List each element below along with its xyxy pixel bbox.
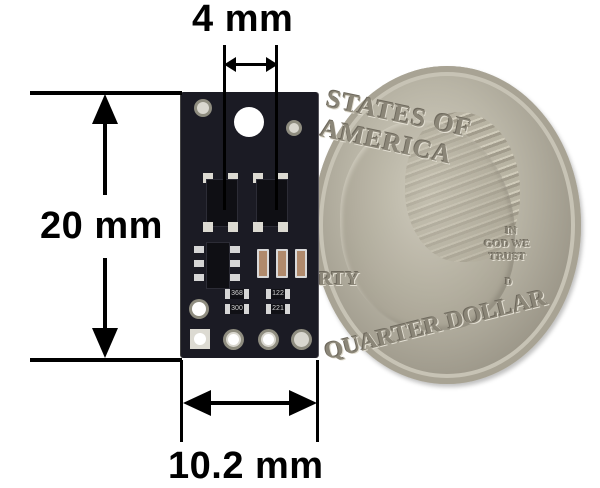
sensor1-pad: [203, 173, 213, 183]
dimension-line-left-bottom: [180, 360, 183, 442]
dimension-line-bottom: [30, 358, 182, 362]
sensor2-pad: [278, 222, 288, 232]
double-arrow-icon: [183, 390, 317, 416]
ic-pin: [194, 260, 204, 267]
capacitor: [257, 249, 269, 278]
resistor-221: 221: [271, 304, 285, 314]
ir-sensor-right: [256, 179, 288, 227]
header-pin: [294, 332, 309, 347]
arrow-down-icon: [92, 328, 118, 358]
via-pad-top-left: [197, 102, 209, 114]
sensor2-pad: [253, 173, 263, 183]
ir-sensor-left: [206, 179, 238, 227]
coin-left-text: RTY: [318, 268, 360, 290]
pcb-board: 368 122 300 221: [181, 92, 318, 358]
resistor-pad: [225, 289, 230, 299]
coin-motto-3: TRUST: [489, 251, 526, 263]
dimension-arrow-shaft-horizontal: [200, 401, 298, 405]
ic-pin: [230, 246, 240, 253]
dimension-label-width: 10.2 mm: [168, 445, 324, 487]
dimension-line-top: [30, 91, 182, 95]
dimension-arrow-shaft: [233, 63, 267, 66]
sensor2-pad: [253, 222, 263, 232]
via-pad-side: [192, 302, 206, 316]
dimension-line-right-bottom: [316, 360, 319, 442]
dimension-label-sensor-spacing: 4 mm: [192, 0, 294, 40]
arrow-up-icon: [92, 94, 118, 124]
capacitor: [276, 249, 288, 278]
ic-pin: [230, 260, 240, 267]
resistor-300: 300: [230, 304, 244, 314]
dimension-line-left: [223, 45, 226, 210]
dimension-arrow-shaft-vertical: [103, 258, 107, 343]
dimension-label-height: 20 mm: [40, 205, 163, 247]
sensor1-pad: [228, 222, 238, 232]
resistor-368: 368: [230, 289, 244, 299]
coin-mint-mark: D: [505, 277, 513, 288]
coin-motto-2: GOD WE: [484, 238, 530, 250]
ic-chip: [206, 242, 230, 289]
header-pin-square: [190, 329, 210, 349]
resistor-122: 122: [271, 289, 285, 299]
resistor-pad: [266, 289, 271, 299]
coin-motto-1: IN: [505, 225, 518, 237]
mounting-hole: [234, 107, 264, 137]
via-pad-top-right: [289, 123, 299, 133]
resistor-pad: [244, 289, 249, 299]
dimension-line-right: [275, 45, 278, 210]
header-pin: [226, 332, 241, 347]
ic-pin: [194, 246, 204, 253]
capacitor: [295, 249, 307, 278]
sensor2-pad: [278, 173, 288, 183]
resistor-pad: [285, 304, 290, 314]
ic-pin: [230, 274, 240, 281]
header-pin: [261, 332, 276, 347]
double-arrow-icon: [224, 57, 278, 72]
resistor-pad: [266, 304, 271, 314]
dimension-arrow-shaft-vertical: [103, 110, 107, 195]
sensor1-pad: [228, 173, 238, 183]
sensor1-pad: [203, 222, 213, 232]
resistor-pad: [285, 289, 290, 299]
coin-portrait: [340, 120, 515, 330]
resistor-pad: [225, 304, 230, 314]
ic-pin: [194, 274, 204, 281]
resistor-pad: [244, 304, 249, 314]
